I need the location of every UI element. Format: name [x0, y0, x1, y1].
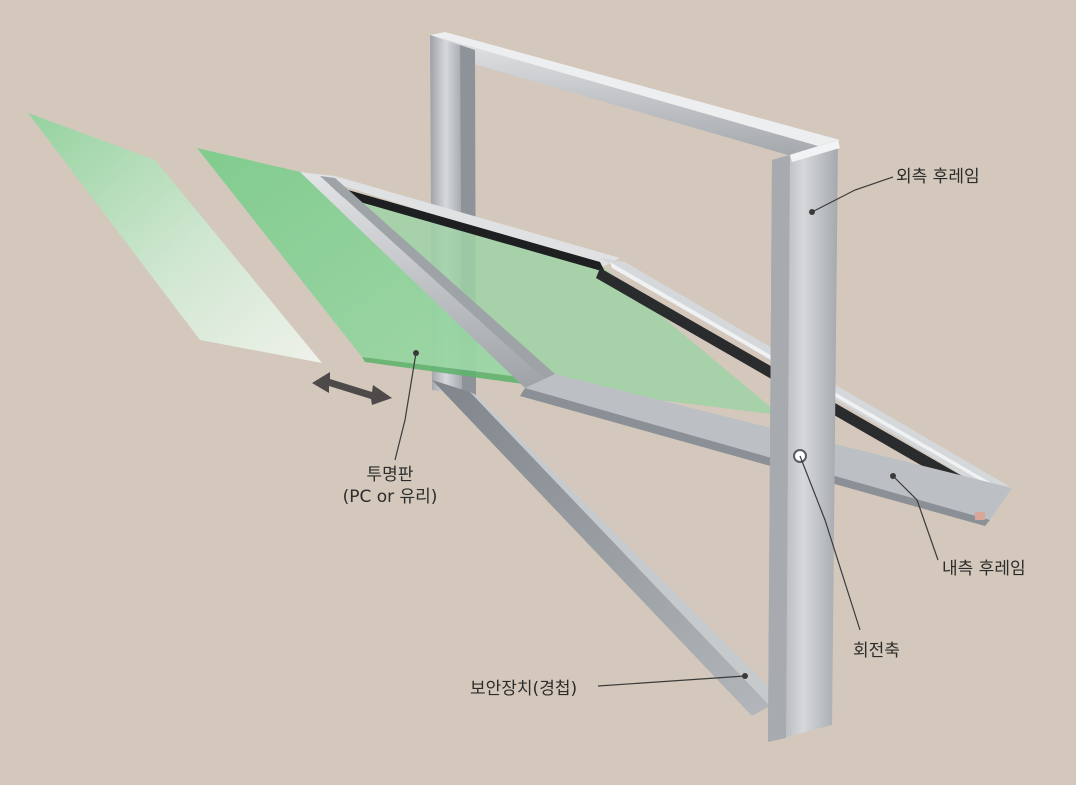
label-security-device: 보안장치(경첩)	[470, 679, 577, 699]
label-transparent-panel: 투명판	[367, 465, 414, 485]
slide-direction-arrow	[312, 372, 392, 405]
glass-panel-detached	[28, 113, 322, 363]
leader-dots	[413, 209, 896, 679]
label-outer-frame: 외측 후레임	[896, 167, 980, 187]
label-inner-frame: 내측 후레임	[942, 559, 1026, 579]
glass-panel-green	[197, 148, 528, 378]
outer-frame-right-post	[768, 140, 840, 742]
label-transparent-panel-material: (PC or 유리)	[343, 487, 438, 507]
label-pivot-axis: 회전축	[853, 641, 900, 661]
leader-lines	[394, 176, 939, 687]
